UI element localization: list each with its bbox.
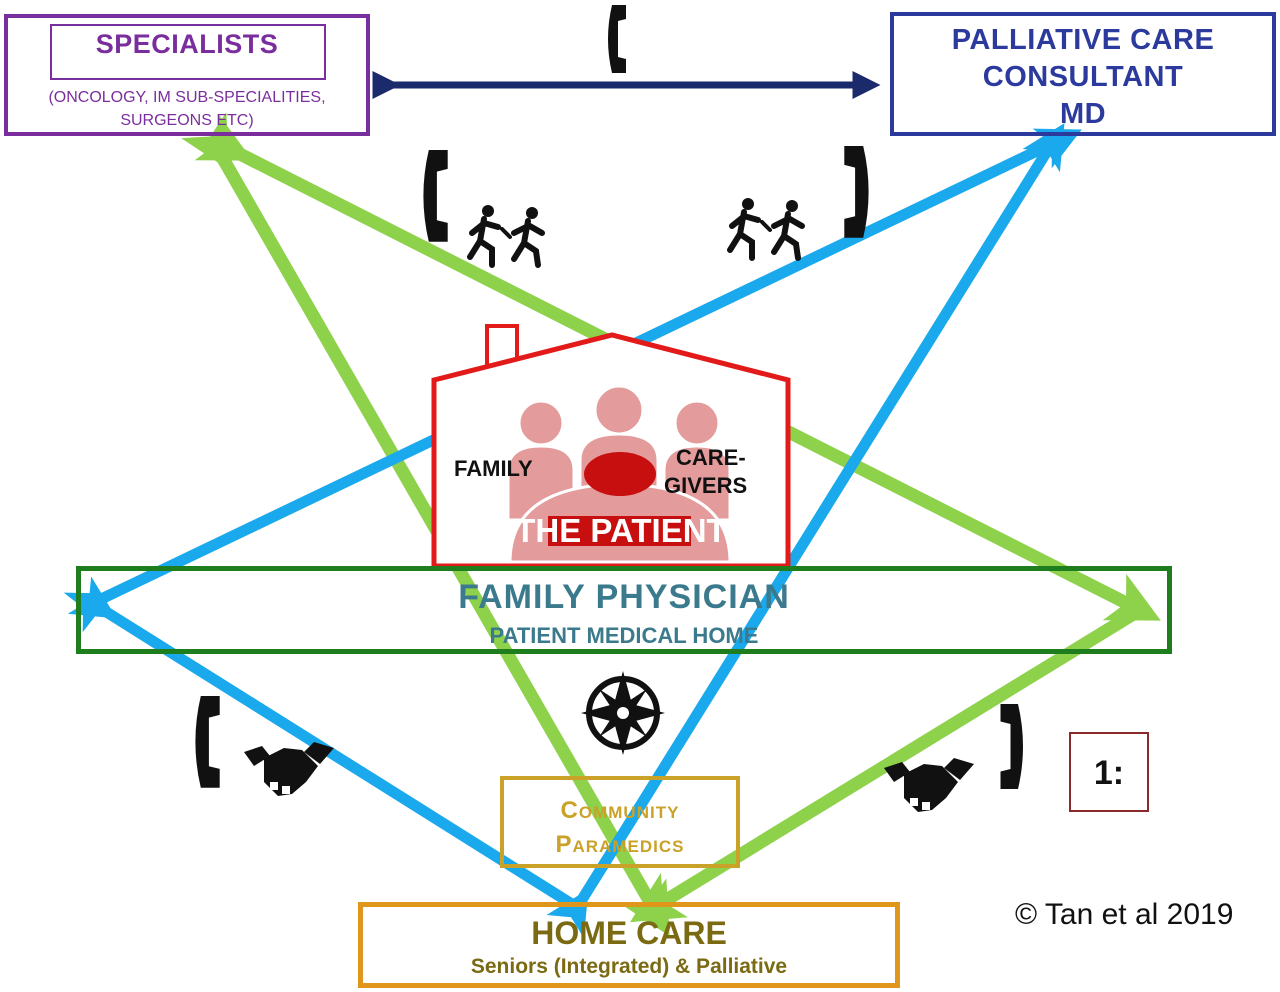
compass-icon	[581, 671, 665, 755]
family-physician-title: FAMILY PHYSICIAN	[458, 578, 790, 616]
phone-icon	[423, 150, 448, 242]
palliative-care-title: PALLIATIVE CARE CONSULTANT MD	[894, 22, 1272, 133]
caregivers-label-line1: CARE-	[676, 445, 746, 470]
copyright-text: © Tan et al 2019	[1015, 898, 1234, 931]
palliative-line3: MD	[1059, 98, 1107, 130]
home-care-box: HOME CARE Seniors (Integrated) & Palliat…	[358, 902, 900, 988]
community-paramedics-line2: Paramedics	[555, 831, 685, 858]
phone-icon	[844, 146, 869, 238]
handshake-icon	[884, 758, 974, 812]
palliative-line1: PALLIATIVE CARE	[951, 24, 1215, 56]
community-paramedics-box: Community Paramedics	[500, 776, 740, 868]
specialists-title: SPECIALISTS	[95, 29, 279, 59]
phone-icon	[608, 5, 626, 73]
figure-badge-text: 1:	[1093, 754, 1125, 792]
specialists-title-frame	[50, 24, 326, 80]
phone-icon	[195, 696, 220, 788]
home-care-subtitle: Seniors (Integrated) & Palliative	[470, 955, 788, 978]
caregivers-label-line2: GIVERS	[664, 473, 748, 498]
patient-label-bg	[548, 516, 691, 546]
running-people-icon	[727, 198, 805, 261]
figure-badge: 1:	[1069, 732, 1149, 812]
running-people-icon	[467, 205, 545, 268]
community-paramedics-line1: Community	[560, 797, 680, 824]
specialists-subtitle-line2: SURGEONS ETC)	[120, 112, 254, 129]
specialists-subtitle-line1: (ONCOLOGY, IM SUB-SPECIALITIES,	[48, 89, 326, 106]
specialists-box: SPECIALISTS (ONCOLOGY, IM SUB-SPECIALITI…	[4, 14, 370, 136]
blue-arrow-fp-left-homecare	[67, 576, 578, 911]
family-label: FAMILY	[454, 456, 533, 481]
family-physician-box: FAMILY PHYSICIAN PATIENT MEDICAL HOME	[76, 566, 1172, 654]
community-paramedics-title: Community Paramedics	[504, 794, 736, 862]
family-physician-subtitle: PATIENT MEDICAL HOME	[489, 623, 759, 648]
handshake-icon	[244, 742, 334, 796]
home-care-title: HOME CARE	[531, 915, 727, 951]
palliative-care-box: PALLIATIVE CARE CONSULTANT MD	[890, 12, 1276, 136]
patient-label: THE PATIENT	[515, 512, 727, 549]
phone-icon	[1000, 704, 1023, 789]
specialists-subtitle: (ONCOLOGY, IM SUB-SPECIALITIES, SURGEONS…	[8, 86, 366, 132]
palliative-line2: CONSULTANT	[982, 61, 1184, 93]
